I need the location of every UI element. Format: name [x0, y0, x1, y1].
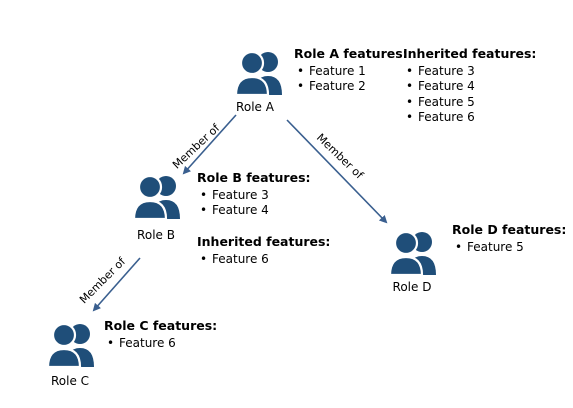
role-c-name: Role C [50, 374, 90, 388]
feature-item: Feature 3 [197, 188, 311, 204]
feature-item: Feature 1 [294, 64, 408, 80]
people-icon [234, 50, 282, 96]
feature-item: Feature 6 [104, 336, 217, 352]
feature-item: Feature 5 [403, 95, 536, 111]
feature-item: Feature 6 [403, 110, 536, 126]
feature-item: Feature 6 [197, 252, 330, 268]
feature-item: Feature 4 [403, 79, 536, 95]
role-b-inherited-features: Inherited features: Feature 6 [197, 234, 330, 267]
role-b-inherited-heading: Inherited features: [197, 234, 331, 249]
role-d-features: Role D features: Feature 5 [452, 222, 566, 255]
people-icon [388, 230, 436, 276]
arrow-b-to-c [92, 257, 141, 312]
role-c-features: Role C features: Feature 6 [104, 318, 217, 351]
people-icon [46, 322, 94, 368]
role-b-features: Role B features: Feature 3 Feature 4 [197, 170, 311, 219]
role-d-features-heading: Role D features: [452, 222, 567, 237]
feature-item: Feature 4 [197, 203, 311, 219]
arrow-a-to-b [182, 114, 237, 175]
feature-item: Feature 3 [403, 64, 536, 80]
role-a-inherited-heading: Inherited features: [403, 46, 537, 61]
feature-item: Feature 5 [452, 240, 566, 256]
role-b-name: Role B [137, 228, 175, 242]
people-icon [132, 174, 180, 220]
arrow-a-to-d [286, 119, 388, 224]
role-a-features-heading: Role A features: [294, 46, 408, 61]
role-d-name: Role D [392, 280, 432, 294]
feature-item: Feature 2 [294, 79, 408, 95]
role-c-features-heading: Role C features: [104, 318, 218, 333]
role-b-features-heading: Role B features: [197, 170, 311, 185]
role-a-name: Role A [236, 100, 274, 114]
role-a-inherited-features: Inherited features: Feature 3 Feature 4 … [403, 46, 536, 126]
role-a-features: Role A features: Feature 1 Feature 2 [294, 46, 408, 95]
